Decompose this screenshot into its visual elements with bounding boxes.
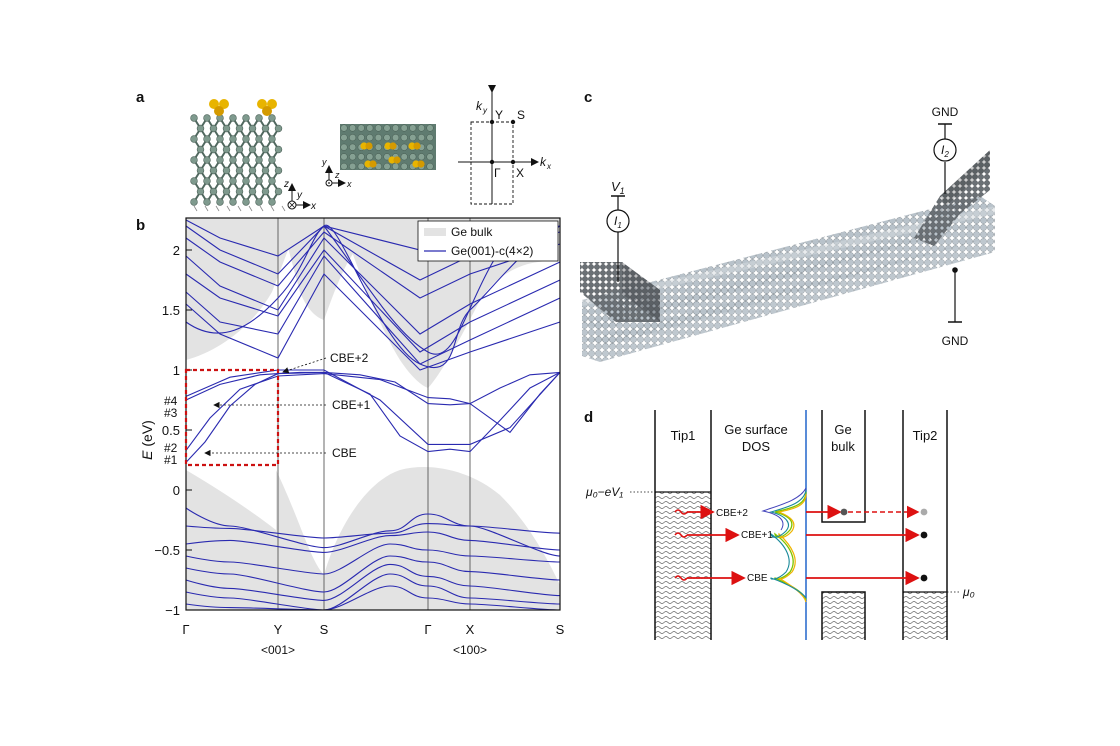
panel-label-c: c (584, 89, 592, 106)
bz-Gamma: Γ (494, 166, 501, 180)
ge-bulk-column: Ge bulk (821, 410, 866, 640)
circuit-probe-2: GND I2 (932, 105, 959, 194)
ytick-label: −0.5 (154, 543, 180, 558)
v1-label: V1 (611, 179, 625, 196)
dos-label: DOS (742, 439, 771, 454)
top-view-slab: y z x (321, 124, 436, 189)
ge-surface-dos: Ge surface DOS (724, 410, 807, 640)
state-label-2: #2 (164, 441, 178, 455)
mu0-label: μ₀ (962, 585, 975, 599)
state-label-4: #4 (164, 394, 178, 408)
xtick-label: X (466, 622, 475, 637)
xtick-label: Y (274, 622, 283, 637)
axis-x-label-top: x (346, 179, 352, 189)
panel-label-b: b (136, 217, 145, 234)
mu0-level: μ₀ (947, 585, 975, 599)
state-label-3: #3 (164, 406, 178, 420)
kx-sub: x (546, 162, 552, 171)
ytick-label: 1.5 (162, 303, 180, 318)
xtick-label: Γ (182, 622, 189, 637)
tip1-label: Tip1 (671, 428, 696, 443)
legend-ge-surface: Ge(001)-c(4×2) (451, 244, 533, 258)
panel-a: a z y x (136, 85, 552, 212)
ky-label: k (476, 99, 483, 113)
ytick-label: 1 (173, 363, 180, 378)
axis-x-label: x (310, 201, 317, 212)
legend-ge-bulk: Ge bulk (451, 225, 493, 239)
surface-dimers (209, 99, 277, 116)
legend: Ge bulk Ge(001)-c(4×2) (417, 220, 559, 262)
kx-label: k (540, 155, 547, 169)
direction-label-001: <001> (261, 643, 295, 657)
brillouin-zone: k y Y S Γ X k x (458, 85, 552, 205)
probe-tip-2 (914, 150, 990, 246)
mu0-ev1-label: μ₀−eV₁ (585, 485, 623, 499)
x-axis: Γ Y S Γ X S <001> <100> (182, 622, 564, 657)
substrate-ground: GND (942, 267, 969, 348)
state-label-1: #1 (164, 453, 178, 467)
ytick-label: 2 (173, 243, 180, 258)
gnd-top-label: GND (932, 105, 959, 119)
tip1-column: Tip1 (654, 410, 712, 640)
xtick-label: S (320, 622, 329, 637)
i2-label: I2 (941, 143, 949, 159)
ytick-label: 0 (173, 483, 180, 498)
xtick-label: Γ (424, 622, 431, 637)
annotation-cbe2: CBE+2 (330, 351, 369, 365)
annotation-cbe1: CBE+1 (332, 398, 371, 412)
axis-y-label-top: y (321, 157, 327, 167)
panel-c: c V1 I1 (580, 89, 995, 362)
bz-S: S (517, 108, 525, 122)
gnd-bottom-label: GND (942, 334, 969, 348)
ge-label: Ge (834, 422, 851, 437)
probe-tip-1 (580, 262, 660, 322)
tunneling-arrows: CBE+2 CBE+1 CBE (674, 504, 928, 586)
mu0-ev1-level: μ₀−eV₁ (585, 485, 655, 499)
slab-atoms (190, 114, 286, 212)
axis-z-label: z (283, 179, 289, 190)
i1-label: I1 (614, 214, 622, 230)
ytick-label: −1 (165, 603, 180, 618)
ge-surface-label: Ge surface (724, 422, 788, 437)
side-view-slab: z y x (190, 99, 317, 212)
tip2-column: Tip2 (902, 410, 948, 640)
band-annotations: CBE+2 CBE+1 CBE (204, 351, 371, 460)
panel-label-a: a (136, 89, 145, 106)
bulk-projection (186, 218, 560, 610)
axis-y-label: y (296, 190, 303, 201)
xtick-label: S (556, 622, 565, 637)
tip2-label: Tip2 (913, 428, 938, 443)
direction-label-100: <100> (453, 643, 487, 657)
atomic-wires (582, 196, 995, 362)
bz-Y: Y (495, 108, 503, 122)
annotation-cbe: CBE (332, 446, 357, 460)
ytick-label: 0.5 (162, 423, 180, 438)
ky-sub: y (482, 106, 488, 115)
circuit-probe-1: V1 I1 (606, 179, 630, 282)
axes-glyph-top: y z x (321, 157, 352, 189)
bz-X: X (516, 166, 524, 180)
panel-b: b 2 1.5 1 (136, 217, 565, 657)
panel-label-d: d (584, 409, 593, 426)
y-axis: 2 1.5 1 0.5 0 −0.5 −1 E (eV) #4 #3 #2 #1 (139, 243, 192, 618)
bulk-label: bulk (831, 439, 855, 454)
top-view-atoms (340, 124, 434, 170)
y-axis-title: E (eV) (139, 420, 155, 460)
panel-d: d Tip1 μ₀−eV₁ Ge surface DOS (584, 409, 975, 640)
surface-bands (185, 219, 561, 611)
axis-z-label-top: z (334, 170, 340, 180)
dos-cbe-label: CBE (747, 573, 768, 584)
axes-glyph-side: z y x (283, 179, 317, 212)
dos-cbe2-label: CBE+2 (716, 508, 748, 519)
dos-cbe1-label: CBE+1 (741, 530, 773, 541)
cbe-highlight-box (184, 368, 280, 467)
